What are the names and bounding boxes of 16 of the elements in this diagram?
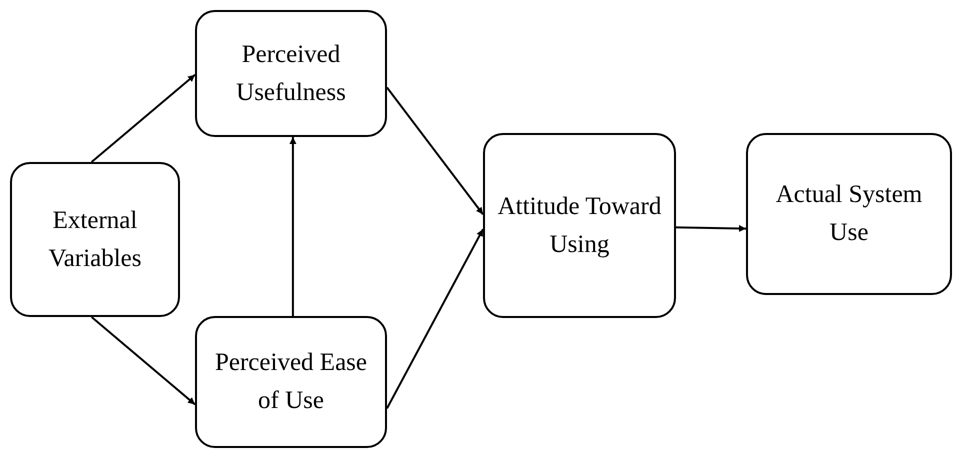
arrow [289, 137, 296, 316]
box-label: Attitude Toward Using [497, 192, 662, 260]
process-box [195, 10, 387, 137]
box-label: External Variables [47, 206, 143, 274]
arrow [386, 86, 484, 215]
process-box [483, 133, 676, 318]
arrow [676, 224, 746, 232]
process-box [10, 162, 180, 317]
box-label: Perceived Ease of Use [214, 348, 368, 416]
process-box [195, 316, 387, 448]
box-label: Perceived Usefulness [235, 40, 347, 108]
arrow [90, 316, 196, 406]
box-label: Actual System Use [774, 180, 924, 248]
arrow [386, 228, 484, 409]
process-box [746, 133, 952, 295]
arrow [90, 74, 196, 163]
